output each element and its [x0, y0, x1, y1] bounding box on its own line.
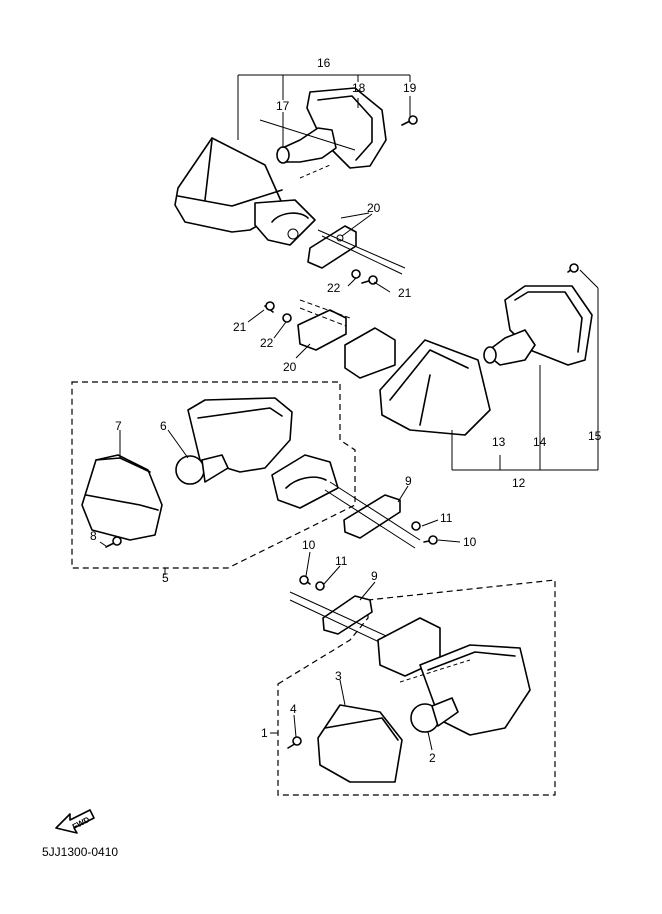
callout-8: 8 — [90, 529, 97, 543]
callout-7: 7 — [115, 419, 122, 433]
callout-20-mid: 20 — [283, 360, 297, 374]
callout-13: 13 — [492, 435, 506, 449]
callout-6: 6 — [160, 419, 167, 433]
callout-20-top: 20 — [367, 201, 381, 215]
callout-21-mid: 21 — [233, 320, 247, 334]
callout-1: 1 — [261, 726, 268, 740]
callout-labels: 16 18 19 17 20 22 21 21 22 20 7 6 13 14 … — [90, 56, 602, 765]
callout-17: 17 — [276, 99, 290, 113]
callout-11-upper: 11 — [440, 511, 453, 525]
callout-21-top: 21 — [398, 286, 412, 300]
callout-10-lower: 10 — [302, 538, 316, 552]
forward-direction-arrow-icon: FWD — [55, 809, 95, 834]
top-rear-flasher-assembly — [174, 74, 418, 285]
middle-front-flasher-assembly — [264, 263, 599, 471]
callout-14: 14 — [533, 435, 547, 449]
callout-16: 16 — [317, 56, 331, 70]
callout-18: 18 — [352, 81, 366, 95]
callout-9-upper: 9 — [405, 474, 412, 488]
callout-12: 12 — [512, 476, 526, 490]
callout-3: 3 — [335, 669, 342, 683]
callout-22-top: 22 — [327, 281, 341, 295]
drawing-code: 5JJ1300-0410 — [42, 845, 118, 859]
callout-5: 5 — [162, 571, 169, 585]
assembly-1-box — [277, 575, 556, 796]
callout-4: 4 — [290, 702, 297, 716]
leader-lines — [99, 96, 461, 751]
callout-11-lower: 11 — [335, 554, 348, 568]
callout-15: 15 — [588, 429, 602, 443]
callout-10-upper: 10 — [463, 535, 477, 549]
callout-9-lower: 9 — [371, 569, 378, 583]
callout-22-mid: 22 — [260, 336, 274, 350]
assembly-5-box — [71, 381, 438, 569]
callout-19: 19 — [403, 81, 417, 95]
callout-2: 2 — [429, 751, 436, 765]
